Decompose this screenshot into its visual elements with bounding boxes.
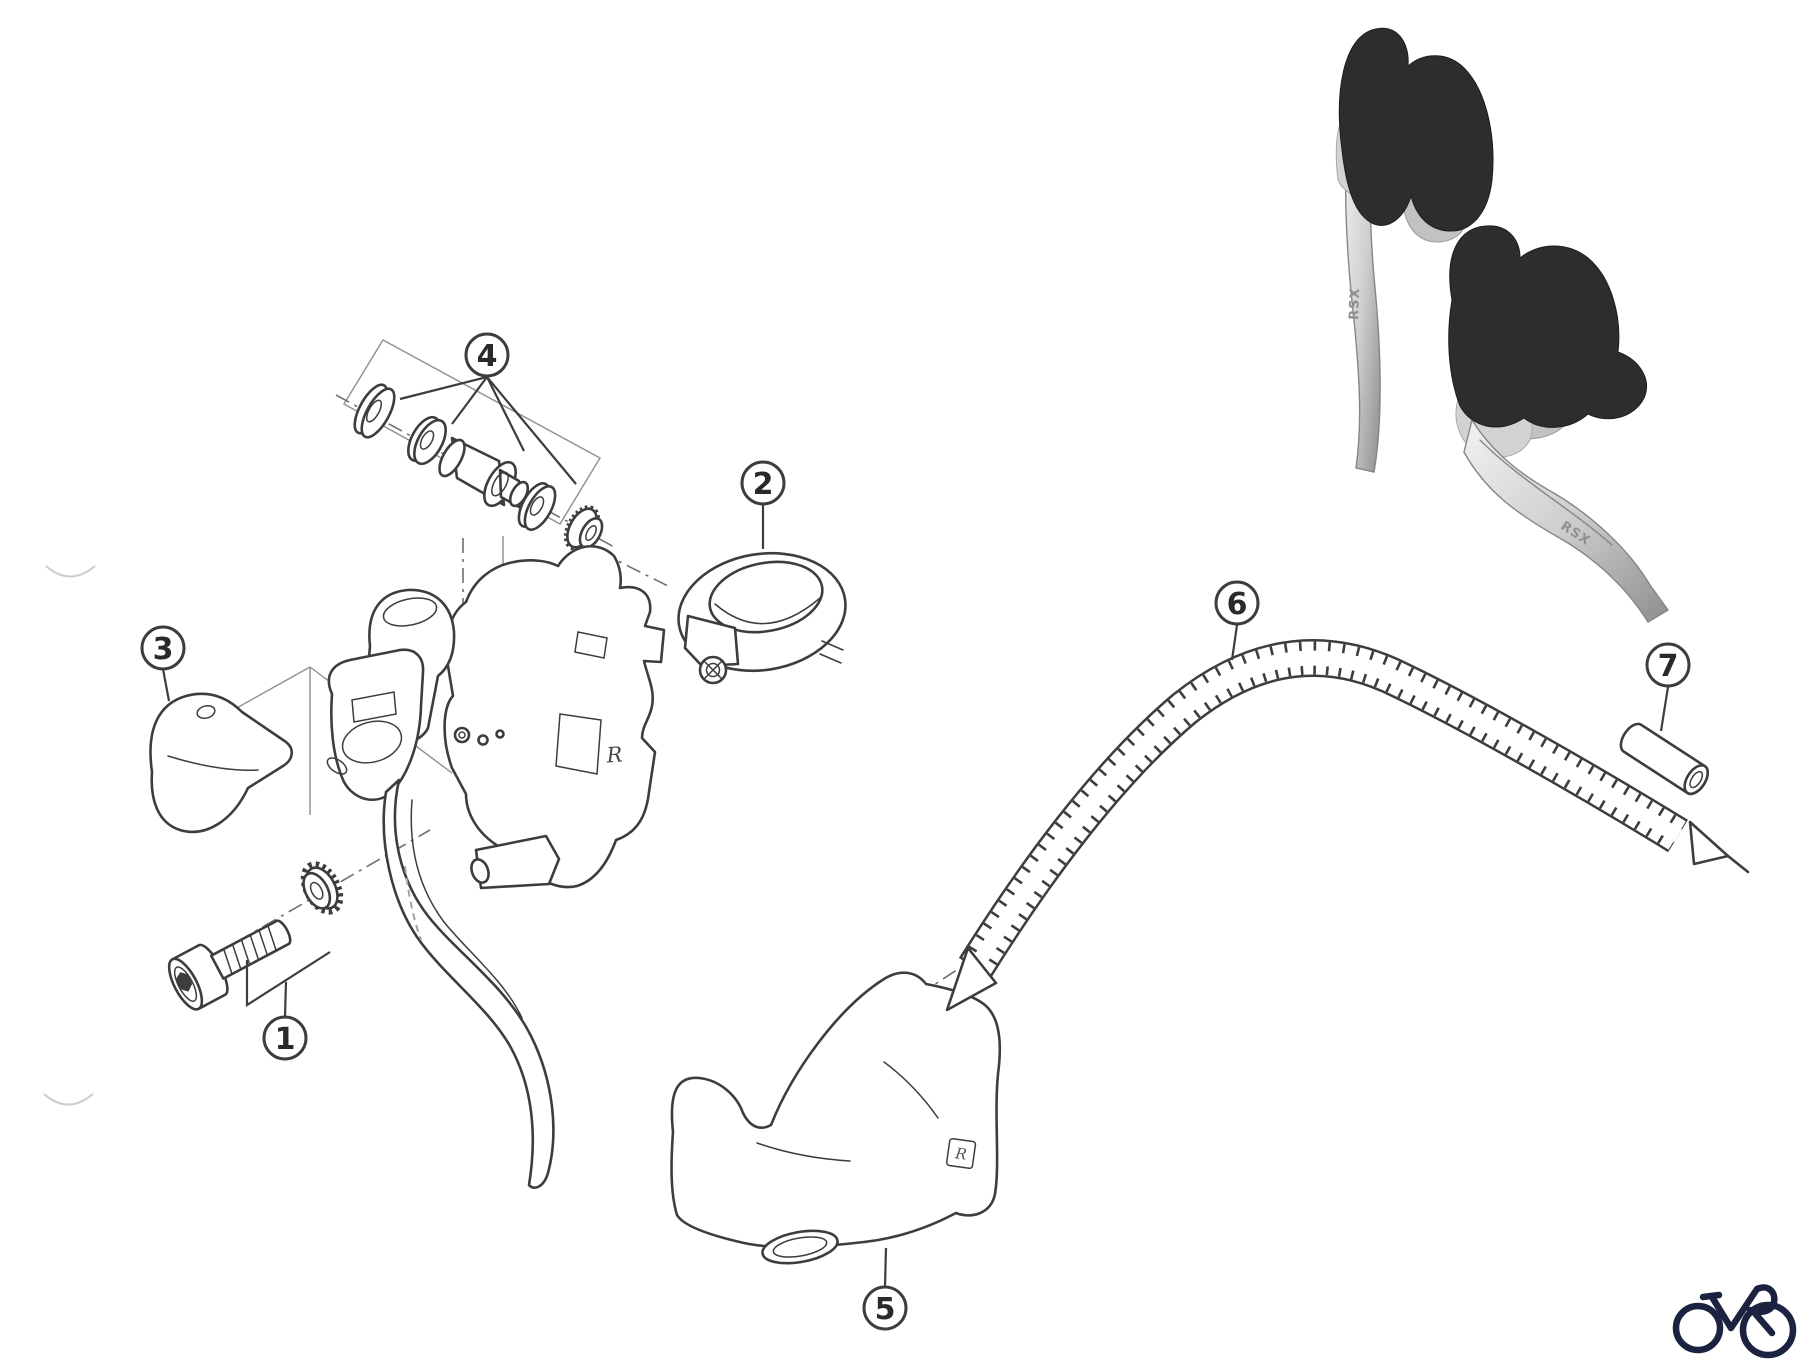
callout-6-number: 6	[1227, 587, 1248, 622]
lever-blade	[382, 778, 555, 1189]
outer-casing	[945, 639, 1750, 1012]
front-lever: RSX	[1448, 225, 1670, 623]
hood-r-marking: R	[953, 1144, 968, 1164]
callout-5-number: 5	[875, 1292, 896, 1327]
callout-5: 5	[862, 1285, 908, 1331]
fixing-bolt	[167, 861, 344, 1011]
callout-3: 3	[140, 625, 186, 671]
lever-body-r-marking: R	[605, 742, 624, 767]
casing-front-tip	[945, 946, 998, 1012]
washer-b	[407, 415, 447, 466]
casing-rear-tip	[1688, 820, 1730, 866]
rear-lever: RSX	[1335, 27, 1494, 473]
washer-a	[353, 383, 396, 439]
front-lever-hood	[1448, 225, 1647, 428]
assembled-levers-photo: RSX RSX	[1335, 27, 1670, 623]
lever-body: R	[326, 545, 666, 1189]
pivot-barrel	[438, 436, 530, 509]
casing-ferrule	[1619, 722, 1710, 796]
callout-1-number: 1	[275, 1022, 296, 1057]
rear-lever-marking: RSX	[1347, 287, 1363, 320]
hood-badge: R	[945, 1137, 977, 1170]
callout-4-number: 4	[477, 339, 498, 374]
washer-c	[517, 482, 557, 531]
adjuster-parts-group	[353, 383, 604, 551]
callout-1: 1	[262, 1015, 308, 1061]
callout-leaders	[161, 375, 1670, 1287]
callout-3-number: 3	[153, 632, 174, 667]
scan-artifacts	[43, 565, 96, 1106]
callout-2: 2	[740, 460, 786, 506]
callouts: 1 2 3 4 5 6 7	[140, 332, 1691, 1331]
lever-hood: R	[670, 971, 1002, 1265]
quick-release-lever	[326, 648, 425, 801]
bicycle-logo	[1672, 1284, 1797, 1359]
callout-6: 6	[1214, 580, 1260, 626]
bicycle-icon	[1672, 1284, 1797, 1359]
callout-7: 7	[1645, 642, 1691, 688]
hex-socket-icon	[175, 972, 193, 992]
lock-washer	[300, 861, 344, 915]
callout-4: 4	[464, 332, 510, 378]
quick-release-cover	[149, 692, 293, 834]
callout-7-number: 7	[1658, 649, 1679, 684]
rear-lever-hood	[1338, 27, 1494, 232]
knurled-nut	[563, 505, 604, 551]
clamp-band	[677, 551, 847, 685]
callout-2-number: 2	[753, 467, 774, 502]
